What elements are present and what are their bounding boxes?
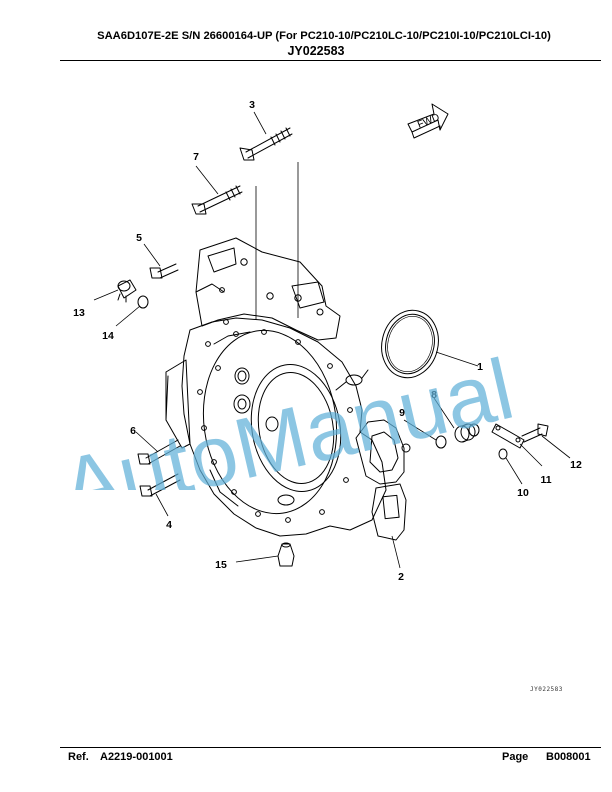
leader-6 (135, 431, 159, 453)
page-subtitle: JY022583 (287, 44, 345, 58)
leader-8 (433, 397, 455, 429)
leader-15 (235, 555, 279, 563)
bolt-6 (137, 439, 181, 465)
callout-12: 12 (570, 459, 582, 471)
o-ring-9 (435, 435, 447, 449)
callout-14: 14 (102, 330, 114, 342)
leader-7 (195, 165, 219, 195)
callout-4: 4 (166, 519, 172, 531)
fwd-arrow-icon (407, 103, 449, 139)
leader-13 (93, 289, 119, 301)
ref-label: Ref. (68, 751, 89, 763)
drawing-code: JY022583 (530, 686, 563, 693)
flywheel-housing (165, 237, 411, 541)
page-title: SAA6D107E-2E S/N 26600164-UP (For PC210-… (97, 30, 551, 42)
callout-10: 10 (517, 487, 529, 499)
callout-9: 9 (399, 407, 405, 419)
fwd-label: FWD (416, 112, 441, 131)
leader-12 (541, 435, 571, 459)
leader-9 (403, 419, 437, 441)
callout-7: 7 (193, 151, 199, 163)
plug-13 (117, 279, 137, 303)
callout-2: 2 (398, 571, 404, 583)
leader-4 (155, 493, 169, 517)
leader-11 (519, 443, 543, 467)
footer-rule (60, 747, 601, 748)
callout-15: 15 (215, 559, 227, 571)
bolt-3 (239, 127, 293, 161)
ref-value: A2219-001001 (100, 751, 173, 763)
cap-15 (277, 542, 295, 567)
plug-8 (454, 423, 480, 443)
header-rule (60, 60, 601, 61)
page-label: Page (502, 751, 529, 763)
callout-13: 13 (73, 307, 85, 319)
bolt-12 (521, 423, 549, 443)
leader-2 (391, 535, 401, 569)
bolt-7 (191, 185, 243, 215)
seal-ring (381, 309, 439, 379)
callout-3: 3 (249, 99, 255, 111)
leader-10 (505, 457, 523, 485)
callout-5: 5 (136, 232, 142, 244)
callout-1: 1 (477, 361, 483, 373)
bolt-5 (149, 263, 179, 279)
leader-5 (143, 243, 161, 267)
callout-6: 6 (130, 425, 136, 437)
leader-3 (253, 111, 267, 135)
leader-1 (435, 351, 479, 367)
bolt-4 (139, 473, 181, 497)
washer-10 (498, 448, 508, 460)
callout-8: 8 (431, 389, 437, 401)
washer-14 (137, 295, 149, 309)
callout-11: 11 (540, 474, 551, 486)
page-value: B008001 (546, 751, 591, 763)
plate-11 (491, 423, 525, 449)
leader-14 (115, 305, 141, 327)
